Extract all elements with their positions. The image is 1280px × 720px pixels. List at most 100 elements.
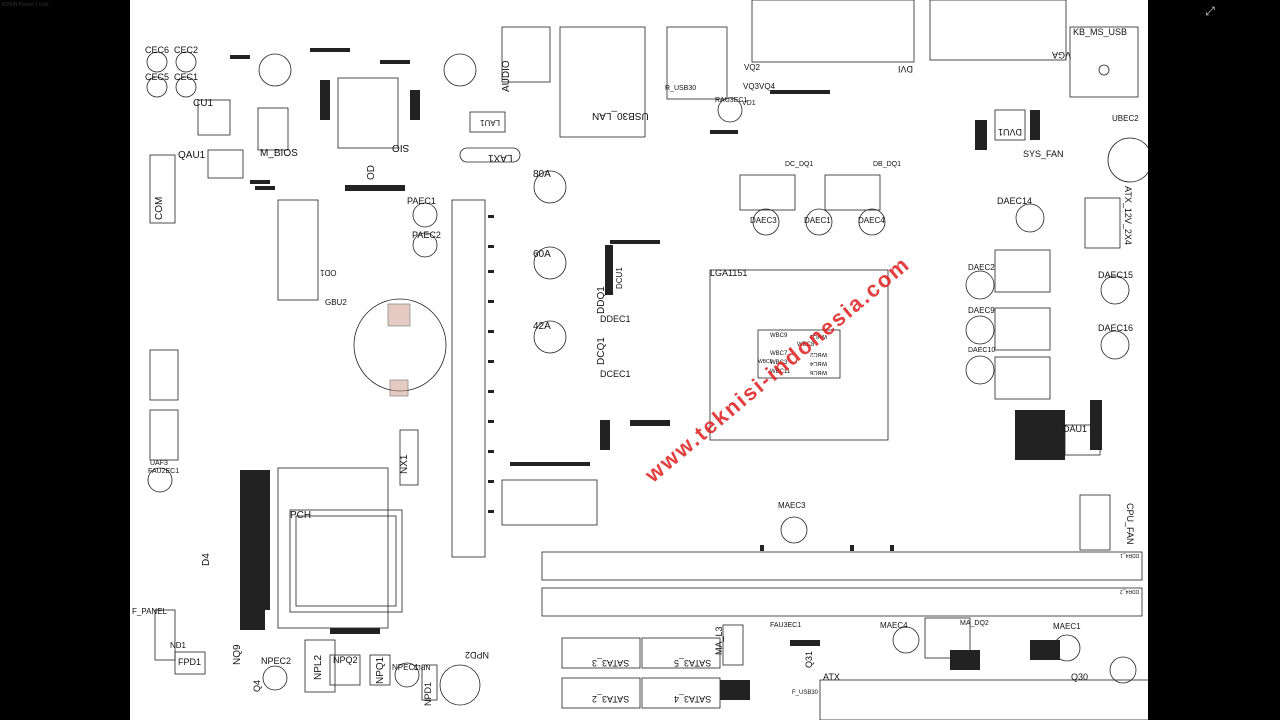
label-vq3vq4: VQ3VQ4 xyxy=(743,82,776,91)
sio-chip xyxy=(337,77,399,149)
label-npd1: NPD1 xyxy=(423,681,433,706)
label-lga1151: LGA1151 xyxy=(710,268,748,278)
label-wbc4: WBC4 xyxy=(810,360,828,366)
label-wbc11: WBC11 xyxy=(770,369,791,375)
label-dcu1: DCU1 xyxy=(615,267,624,289)
label-ubec2: UBEC2 xyxy=(1112,114,1139,123)
expand-icon[interactable]: ⤢ xyxy=(1205,3,1215,18)
fpd1-chip xyxy=(174,651,206,675)
label-dvi: DVI xyxy=(898,64,914,74)
label-fau3ec1: FAU3EC1 xyxy=(770,622,802,629)
dvi-connector-outline xyxy=(751,0,915,63)
sata3-5-connector xyxy=(641,637,721,669)
nx1-crystal xyxy=(399,429,419,486)
pcb-layout-drawing xyxy=(146,0,1148,720)
label-rau3ec1: RAU3EC1 xyxy=(715,97,748,104)
label-gbu2: GBU2 xyxy=(325,298,347,307)
da-dl1-fet xyxy=(994,249,1051,293)
audio-jack-outline xyxy=(501,26,551,83)
label-42a: 42A xyxy=(533,321,551,332)
pch-chip xyxy=(289,509,403,613)
ma-l1-chip xyxy=(924,617,971,659)
label-ddr4-1: DDR4_1 xyxy=(1120,552,1140,558)
80a-cap xyxy=(533,170,567,204)
label-60a: 60A xyxy=(533,249,551,260)
label-pch: PCH xyxy=(290,510,312,521)
daec2-cap xyxy=(965,270,995,300)
label-od: OD xyxy=(366,165,377,180)
label-sata3-2: SATA3_2 xyxy=(592,694,630,704)
label-dau1: DAU1 xyxy=(1063,424,1088,434)
label-npq2: NPQ2 xyxy=(333,655,358,665)
cec2-cap xyxy=(175,51,197,73)
vga-connector-outline xyxy=(929,0,1067,61)
r-usb30-outline xyxy=(666,26,728,100)
paec2-cap xyxy=(412,232,438,258)
sata3-3-connector xyxy=(561,637,641,669)
label-daec4: DAEC4 xyxy=(858,216,885,225)
label-paec1: PAEC1 xyxy=(407,196,436,206)
label-db-dq1: DB_DQ1 xyxy=(873,161,902,168)
daec9-cap xyxy=(965,315,995,345)
atx12v-2x4 xyxy=(1084,197,1121,249)
label-sio: SIO xyxy=(392,142,410,153)
label-dcec1: DCEC1 xyxy=(600,369,631,379)
60a-cap xyxy=(533,246,567,280)
label-npq1: NPQ1 xyxy=(375,656,386,684)
kb-ms-usb-outline xyxy=(1069,26,1139,98)
label-fpd1: FPD1 xyxy=(178,657,202,667)
battery-holder xyxy=(149,349,179,401)
label-npec1: NPEC1 xyxy=(392,663,419,672)
label-vga: VGA xyxy=(1052,50,1072,60)
label-npl2: NPL2 xyxy=(313,654,324,680)
label-daec10: DAEC10 xyxy=(968,347,996,354)
label-q4: Q4 xyxy=(252,679,262,692)
label-cec6: CEC6 xyxy=(145,45,170,55)
label-ma-l3: MA_L3 xyxy=(714,626,724,655)
com-header xyxy=(149,154,176,224)
label-vd1: VD1 xyxy=(742,100,756,107)
boardview-sheet[interactable]: CEC6 CEC2 CEC5 CEC1 CU1 QAU1 M_BIOS COM … xyxy=(130,0,1148,720)
label-m-bios: M_BIOS xyxy=(260,148,298,159)
label-ddec1: DDEC1 xyxy=(600,314,631,324)
label-wbc5: WBC5 xyxy=(758,359,773,365)
daec1-cap xyxy=(805,208,833,236)
label-wbc8: WBC8 xyxy=(797,342,815,348)
label-qau1: QAU1 xyxy=(178,150,206,161)
rau3ec1-cap xyxy=(717,97,743,123)
label-f-panel: F_PANEL xyxy=(132,607,167,616)
label-uaf3: UAF3 xyxy=(150,460,168,467)
pch-fan-region xyxy=(277,467,389,629)
label-com: COM xyxy=(154,196,165,220)
cec1-cap xyxy=(175,76,197,98)
label-maec3: MAEC3 xyxy=(778,501,806,510)
label-daec3: DAEC3 xyxy=(750,216,777,225)
lau1-inductor xyxy=(469,111,506,133)
label-d4: D4 xyxy=(201,553,212,566)
42a-cap xyxy=(533,320,567,354)
lga1151-socket xyxy=(709,269,889,441)
label-wbc6: WBC6 xyxy=(810,369,828,375)
sata3-2-connector xyxy=(561,677,641,709)
label-cec5: CEC5 xyxy=(145,72,170,82)
da-dq2-fet xyxy=(994,307,1051,351)
label-wbc9: WBC9 xyxy=(770,333,788,339)
bios-chip-circle xyxy=(258,53,292,87)
maec4-cap xyxy=(892,626,920,654)
npec2-cap xyxy=(262,665,288,691)
npd2-cap xyxy=(439,664,481,706)
npl2-chip xyxy=(304,639,336,693)
label-fau2ec1: FAU2EC1 xyxy=(148,468,180,475)
ddr4-2-slot xyxy=(541,587,1143,617)
ddr4-1-slot xyxy=(541,551,1143,581)
label-dc-dq1: DC_DQ1 xyxy=(785,161,814,168)
daec15-cap xyxy=(1100,275,1130,305)
qau1-chip xyxy=(207,149,244,179)
label-sata3-4: SATA3_4 xyxy=(674,694,712,704)
m-bios-chip xyxy=(257,107,289,151)
label-f-usb30: F_USB30 xyxy=(792,690,819,696)
label-sata3-5: SATA3_5 xyxy=(674,658,712,668)
label-maec4: MAEC4 xyxy=(880,621,908,630)
label-maec1: MAEC1 xyxy=(1053,622,1081,631)
paec1-cap xyxy=(412,202,438,228)
